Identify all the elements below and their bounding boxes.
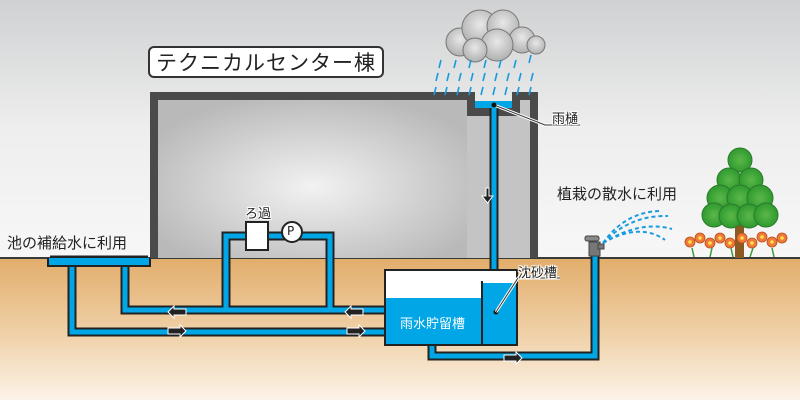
faucet-icon xyxy=(584,235,605,257)
arrow-right-icon xyxy=(346,323,366,339)
rain-drops xyxy=(433,54,534,96)
arrow-right-icon xyxy=(167,323,187,339)
pond xyxy=(47,258,151,267)
arrow-right-icon xyxy=(503,350,523,366)
arrow-left-icon xyxy=(344,304,364,320)
water-spray xyxy=(602,210,673,244)
filtration-label: ろ過 xyxy=(245,207,272,222)
pump-label: P xyxy=(287,224,295,238)
pump-icon xyxy=(281,221,303,243)
building-title: テクニカルセンター棟 xyxy=(148,46,384,78)
building-title-text: テクニカルセンター棟 xyxy=(156,51,376,75)
storage-tank xyxy=(384,269,518,346)
building xyxy=(150,92,538,258)
sand-trap-leader-line xyxy=(494,276,560,313)
arrow-down-icon xyxy=(480,187,495,204)
tree-icon xyxy=(701,147,779,258)
sand-trap-label: 沈砂槽 xyxy=(518,266,558,281)
pond-label: 池の補給水に利用 xyxy=(7,234,128,252)
filter-unit xyxy=(245,221,269,251)
storage-tank-label: 雨水貯留槽 xyxy=(400,317,466,332)
irrigation-label: 植栽の散水に利用 xyxy=(557,185,678,203)
flower-bed-icon xyxy=(684,231,788,258)
gutter-leader-line xyxy=(491,102,580,127)
rain-cloud-icon xyxy=(445,9,546,63)
flow-arrows xyxy=(167,187,523,366)
arrow-left-icon xyxy=(167,304,187,320)
gutter-label: 雨樋 xyxy=(552,112,579,127)
